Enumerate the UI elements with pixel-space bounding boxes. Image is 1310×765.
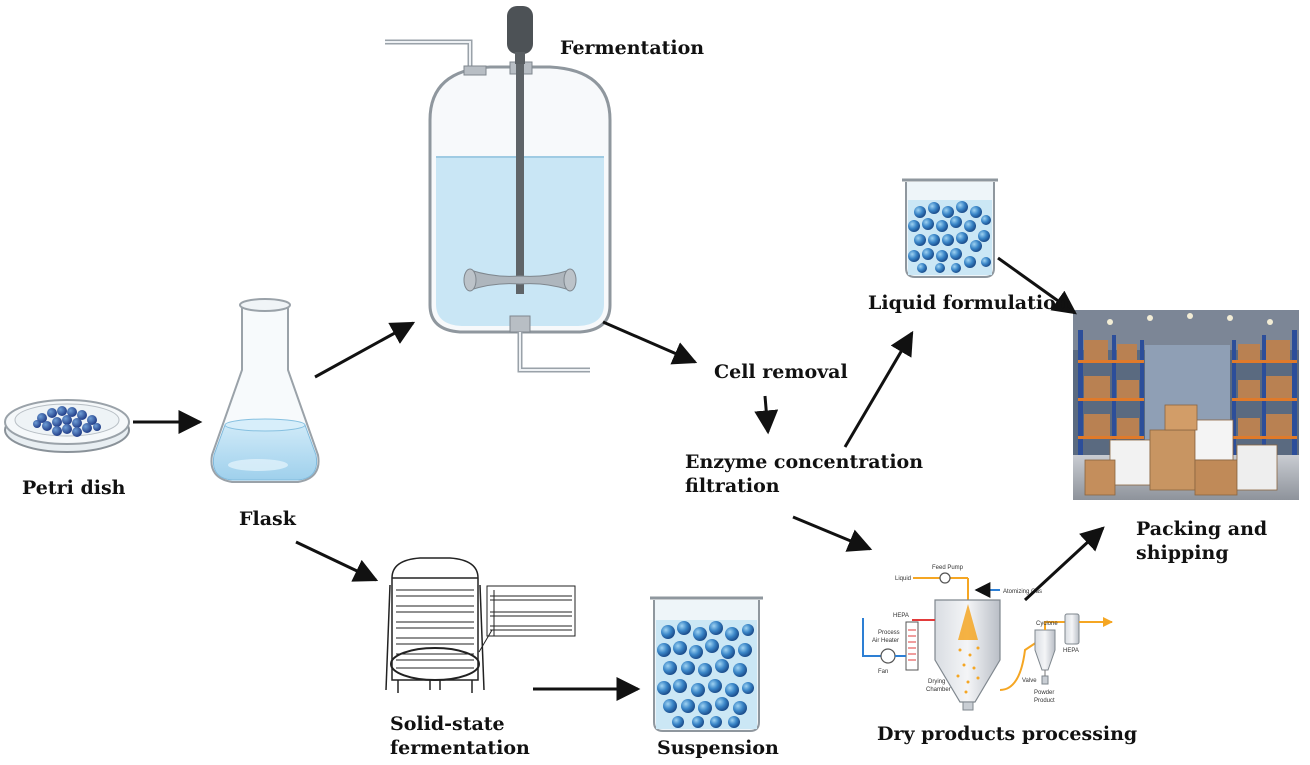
solid-state-fermenter-illustration [385, 557, 576, 693]
arrow-liquid-to-packing [997, 256, 1077, 315]
arrow-enzyme-to-dry [792, 515, 873, 552]
spray-dryer-schematic: Liquid Feed Pump Atomizing Gas HEPA Proc… [862, 565, 1113, 711]
arrow-dry-to-packing [1023, 526, 1105, 602]
sd-powder-label-2: Product [1034, 698, 1055, 704]
sd-drying-chamber-label-2: Chamber [926, 687, 951, 693]
sd-air-heater-label-2: Air Heater [872, 638, 899, 644]
sd-cyclone-label: Cyclone [1036, 621, 1058, 627]
sd-hepa-right-label: HEPA [1063, 648, 1079, 654]
solid-state-label-line2: fermentation [390, 737, 530, 759]
arrow-flask-to-fermentation [314, 321, 416, 379]
sd-feed-pump-label: Feed Pump [932, 565, 964, 571]
enzyme-label-line1: Enzyme concentration [685, 451, 924, 473]
packing-label-line1: Packing and [1136, 518, 1268, 540]
suspension-label: Suspension [657, 737, 779, 759]
flask-label: Flask [239, 508, 296, 530]
sd-valve-label: Valve [1022, 678, 1037, 684]
liquid-formulation-label: Liquid formulation [868, 292, 1070, 314]
sd-air-heater-label-1: Process [878, 630, 900, 636]
arrow-enzyme-to-liquid [843, 330, 914, 448]
solid-state-label-line1: Solid-state [390, 713, 505, 735]
liquid-formulation-beaker [902, 178, 998, 278]
sd-hepa-left-label: HEPA [893, 613, 909, 619]
warehouse-photo [1073, 310, 1299, 500]
sd-drying-chamber-label-1: Drying [928, 679, 945, 685]
cell-removal-label: Cell removal [714, 361, 848, 383]
fermentation-label: Fermentation [560, 37, 705, 59]
flask-illustration [210, 298, 320, 483]
arrow-fermentation-to-cell-removal [602, 320, 698, 365]
enzyme-label-line2: filtration [685, 475, 780, 497]
sd-atomizing-gas-label: Atomizing Gas [1003, 589, 1042, 595]
packing-label-line2: shipping [1136, 542, 1229, 564]
arrow-cell-removal-to-enzyme [754, 395, 779, 435]
sd-powder-label-1: Powder [1034, 690, 1054, 696]
petri-dish-illustration [4, 399, 130, 453]
sd-fan-label: Fan [878, 669, 888, 675]
suspension-beaker [650, 596, 763, 732]
fermenter-illustration [385, 6, 612, 373]
sd-liquid-label: Liquid [895, 576, 911, 582]
flow-arrows [133, 256, 1105, 701]
dry-products-label: Dry products processing [877, 723, 1138, 745]
arrow-flask-to-solid-state [295, 540, 379, 582]
petri-dish-label: Petri dish [22, 477, 126, 499]
